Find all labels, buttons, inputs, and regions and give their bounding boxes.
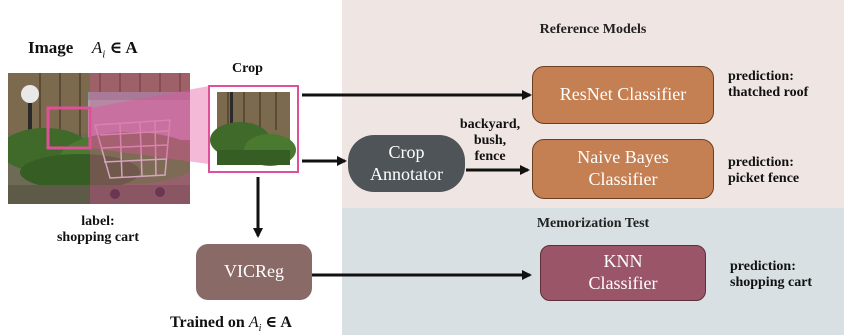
image-label-line1: label:: [81, 214, 115, 229]
crop-thumbnail: [208, 85, 299, 173]
resnet-prediction: prediction: thatched roof: [728, 69, 808, 101]
crop-annotator-box: Crop Annotator: [348, 135, 465, 192]
crop-annotator-line1: Crop: [388, 141, 425, 162]
knn-prediction-line1: prediction:: [730, 259, 796, 274]
naive-bayes-classifier-box: Naive Bayes Classifier: [532, 139, 714, 199]
vicreg-caption: Trained on Ai ∈ A: [170, 314, 292, 335]
resnet-prediction-line2: thatched roof: [728, 85, 809, 101]
source-photo: [8, 73, 190, 204]
naive-bayes-line2: Classifier: [588, 169, 658, 189]
knn-prediction: prediction: shopping cart: [730, 259, 812, 291]
vicreg-caption-subscript: i: [258, 323, 262, 335]
naive-bayes-prediction: prediction: picket fence: [728, 155, 799, 187]
vicreg-caption-math: A: [248, 314, 259, 331]
image-math-symbol: A: [91, 38, 103, 57]
naive-bayes-prediction-line2: picket fence: [728, 171, 800, 187]
crop-projection: [90, 86, 209, 164]
crop-annotator-line2: Annotator: [370, 163, 443, 184]
image-label-line2: shopping cart: [56, 230, 140, 246]
image-math-subscript: i: [102, 48, 106, 61]
image-math-set: ∈ A: [105, 38, 138, 57]
naive-bayes-line1: Naive Bayes: [577, 147, 669, 168]
vicreg-caption-set: ∈ A: [261, 314, 292, 331]
annotator-tags: backyard, bush, fence: [450, 117, 530, 165]
annotator-tag-bush: bush,: [473, 133, 507, 149]
knn-classifier-box: KNN Classifier: [540, 245, 706, 301]
crop-title: Crop: [232, 61, 263, 76]
image-label: label: shopping cart: [18, 214, 178, 246]
resnet-classifier-box: ResNet Classifier: [532, 66, 714, 124]
memorization-test-title: Memorization Test: [536, 216, 650, 231]
image-title-text: Image: [28, 38, 74, 57]
naive-bayes-prediction-line1: prediction:: [728, 155, 794, 170]
reference-models-title: Reference Models: [539, 22, 647, 37]
resnet-prediction-line1: prediction:: [728, 69, 794, 84]
crop-region-highlight: [46, 106, 92, 150]
knn-prediction-line2: shopping cart: [730, 275, 813, 291]
knn-line1: KNN: [603, 251, 643, 272]
vicreg-caption-prefix: Trained on: [170, 314, 249, 331]
knn-line2: Classifier: [588, 273, 658, 293]
annotator-tag-fence: fence: [474, 149, 506, 165]
vicreg-box: VICReg: [196, 244, 312, 300]
annotator-tag-backyard: backyard,: [459, 117, 521, 132]
image-title: Image Ai ∈ A: [28, 38, 138, 61]
